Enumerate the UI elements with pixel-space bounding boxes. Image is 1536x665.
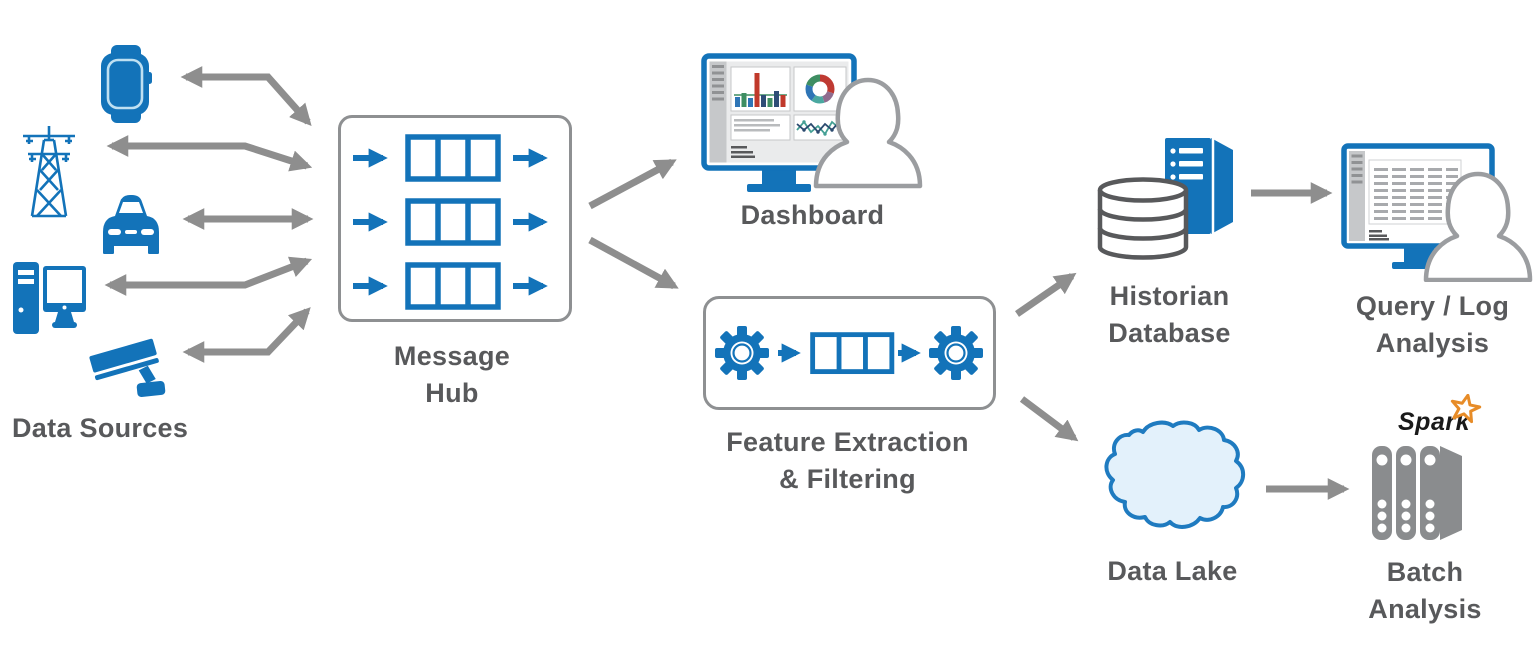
batch-servers-icon — [1372, 446, 1462, 540]
car-icon — [103, 195, 159, 254]
queue-icon — [813, 335, 892, 372]
spark-star-icon — [1450, 394, 1482, 424]
security-camera-icon — [89, 338, 166, 398]
arrow-feature-datalake — [1019, 396, 1079, 442]
message-hub-node — [338, 115, 572, 322]
message-hub-label: Message Hub — [393, 341, 511, 408]
data-sources-label: Data Sources — [12, 413, 189, 443]
arrow-tower-hub — [106, 135, 313, 172]
dashboard-icon — [701, 53, 930, 192]
bar-chart — [734, 73, 787, 107]
historian-database-label: Historian Database — [1108, 281, 1231, 348]
data-lake-icon — [1104, 420, 1246, 529]
query-log-analysis-label: Query / Log Analysis — [1355, 291, 1510, 358]
arrow-camera-hub — [182, 307, 311, 363]
queue-row — [353, 201, 548, 243]
arrow-feature-historian — [1015, 272, 1077, 317]
footer-text-lines — [731, 146, 755, 158]
text-lines — [734, 119, 780, 132]
database-cylinder-icon — [1097, 177, 1189, 260]
desktop-computer-icon — [13, 262, 86, 334]
transmission-tower-icon — [23, 126, 75, 218]
gear-icon — [713, 324, 771, 382]
footer-text-lines — [1369, 230, 1389, 241]
arrow-hub-feature — [588, 236, 679, 290]
arrow-hub-dashboard — [588, 158, 677, 210]
data-lake-label: Data Lake — [1107, 556, 1238, 586]
feature-extraction-pipeline — [713, 324, 985, 382]
queue-row — [353, 137, 548, 179]
batch-analysis-label: Batch Analysis — [1368, 557, 1482, 624]
feature-extraction-node — [703, 296, 996, 410]
queue-row — [353, 265, 548, 307]
historian-database-icon — [1097, 138, 1233, 260]
message-hub-queues — [353, 118, 548, 319]
query-log-analysis-icon — [1341, 143, 1536, 282]
donut-chart — [805, 74, 835, 104]
feature-extraction-label: Feature Extraction & Filtering — [726, 427, 969, 494]
gear-icon — [927, 324, 985, 382]
arrow-smartwatch-hub — [180, 66, 312, 127]
smartwatch-icon — [101, 45, 152, 123]
dashboard-label: Dashboard — [740, 200, 885, 230]
arrow-computer-hub — [104, 256, 313, 296]
